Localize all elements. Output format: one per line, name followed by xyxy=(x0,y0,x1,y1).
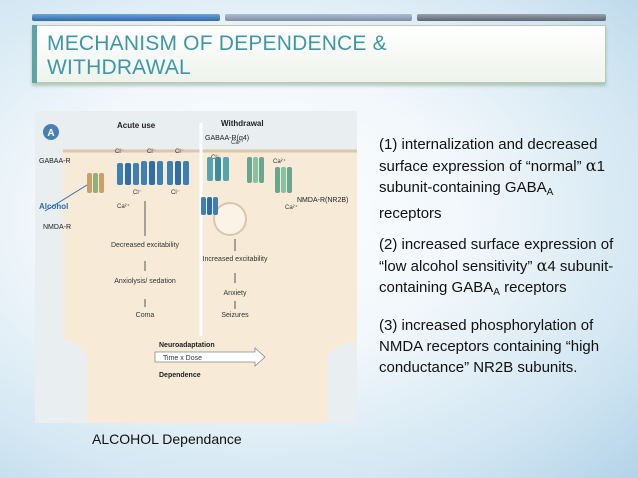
ion-cl-3: Cl⁻ xyxy=(175,149,184,155)
gaba-receptor-internalized xyxy=(201,197,218,215)
top-bar-segment-3 xyxy=(417,14,606,21)
alcohol-pointer xyxy=(44,184,88,212)
panel-label: A xyxy=(47,128,54,139)
time-dose-arrow xyxy=(154,347,266,367)
gaba-alpha4-receptor-withdrawal xyxy=(207,157,229,181)
ion-cl-5: Cl⁻ xyxy=(133,190,142,196)
point-1-text-c: receptors xyxy=(379,205,442,222)
time-dose-label: Time x Dose xyxy=(163,355,202,362)
ion-cl-2: Cl⁻ xyxy=(147,149,156,155)
ion-ca-3: Ca²⁺ xyxy=(285,204,298,211)
withdrawal-step-3: Seizures xyxy=(221,312,249,319)
label-nmda-r: NMDA-R xyxy=(43,224,71,231)
nmda-receptor-withdrawal-2 xyxy=(275,167,292,193)
acute-step-3: Coma xyxy=(136,312,155,319)
ion-ca-2: Ca²⁺ xyxy=(273,158,286,165)
label-gaba-a-r-alpha4: GABAA-R(α4) xyxy=(205,135,249,142)
figure-caption: ALCOHOL Dependance xyxy=(92,431,242,447)
point-3: (3) increased phosphorylation of NMDA re… xyxy=(379,317,600,376)
vesicle xyxy=(213,202,247,236)
label-nmda-r-nr2b: NMDA-R(NR2B) xyxy=(297,197,348,204)
label-alcohol: Alcohol xyxy=(39,202,68,211)
acute-step-2: Anxiolysis/ sedation xyxy=(114,278,176,285)
gaba-receptor-acute-1 xyxy=(117,163,139,185)
point-1: (1) internalization and decreased surfac… xyxy=(379,134,619,224)
title-accent-bar xyxy=(32,25,37,83)
dependence-label: Dependence xyxy=(159,372,201,379)
mechanism-points: (1) internalization and decreased surfac… xyxy=(379,134,619,378)
withdrawal-step-2: Anxiety xyxy=(224,290,247,297)
point-2-text-b: 4 subunit-containing GABA xyxy=(379,258,614,296)
mechanism-diagram: A Acute use Withdrawal GABAA-R(α4) GABAA… xyxy=(39,119,357,423)
cell-body xyxy=(63,151,357,423)
withdrawal-header: Withdrawal xyxy=(221,119,264,128)
subscript-a: A xyxy=(493,287,500,298)
alpha-symbol: α xyxy=(536,256,548,275)
top-bar-segment-1 xyxy=(32,14,220,21)
point-1-text-a: (1) internalization and decreased surfac… xyxy=(379,136,598,175)
ion-ca-4: Ca²⁺ xyxy=(117,203,130,210)
point-2-text-a: (2) increased surface expression of “low… xyxy=(379,236,614,275)
ion-ca-1: Ca²⁺ xyxy=(231,139,244,146)
ion-cl-6: Cl⁻ xyxy=(171,190,180,196)
acute-step-1: Decreased excitability xyxy=(111,242,180,249)
gaba-receptor-acute-2 xyxy=(141,161,163,185)
alpha-symbol: α xyxy=(585,156,597,175)
mechanism-figure: A Acute use Withdrawal GABAA-R(α4) GABAA… xyxy=(35,111,357,423)
point-2-text-c: receptors xyxy=(499,279,567,296)
withdrawal-step-1: Increased excitability xyxy=(203,256,268,263)
subscript-a: A xyxy=(546,187,554,198)
title-box: MECHANISM OF DEPENDENCE & WITHDRAWAL xyxy=(32,25,606,83)
ion-cl-1: Cl⁻ xyxy=(115,149,124,155)
point-2: (2) increased surface expression of “low… xyxy=(379,234,619,303)
nmda-receptor-acute xyxy=(87,173,104,193)
top-bar-segment-2 xyxy=(225,14,412,21)
acute-header: Acute use xyxy=(117,121,156,130)
label-gaba-a-r: GABAA-R xyxy=(39,158,71,165)
nmda-receptor-withdrawal-1 xyxy=(247,157,264,183)
gaba-receptor-acute-3 xyxy=(167,161,189,185)
slide-title: MECHANISM OF DEPENDENCE & WITHDRAWAL xyxy=(47,32,387,79)
neuroadaptation-label: Neuroadaptation xyxy=(159,342,215,349)
point-1-text-b: 1 subunit-containing GABA xyxy=(379,158,605,196)
panel-badge xyxy=(43,124,59,140)
